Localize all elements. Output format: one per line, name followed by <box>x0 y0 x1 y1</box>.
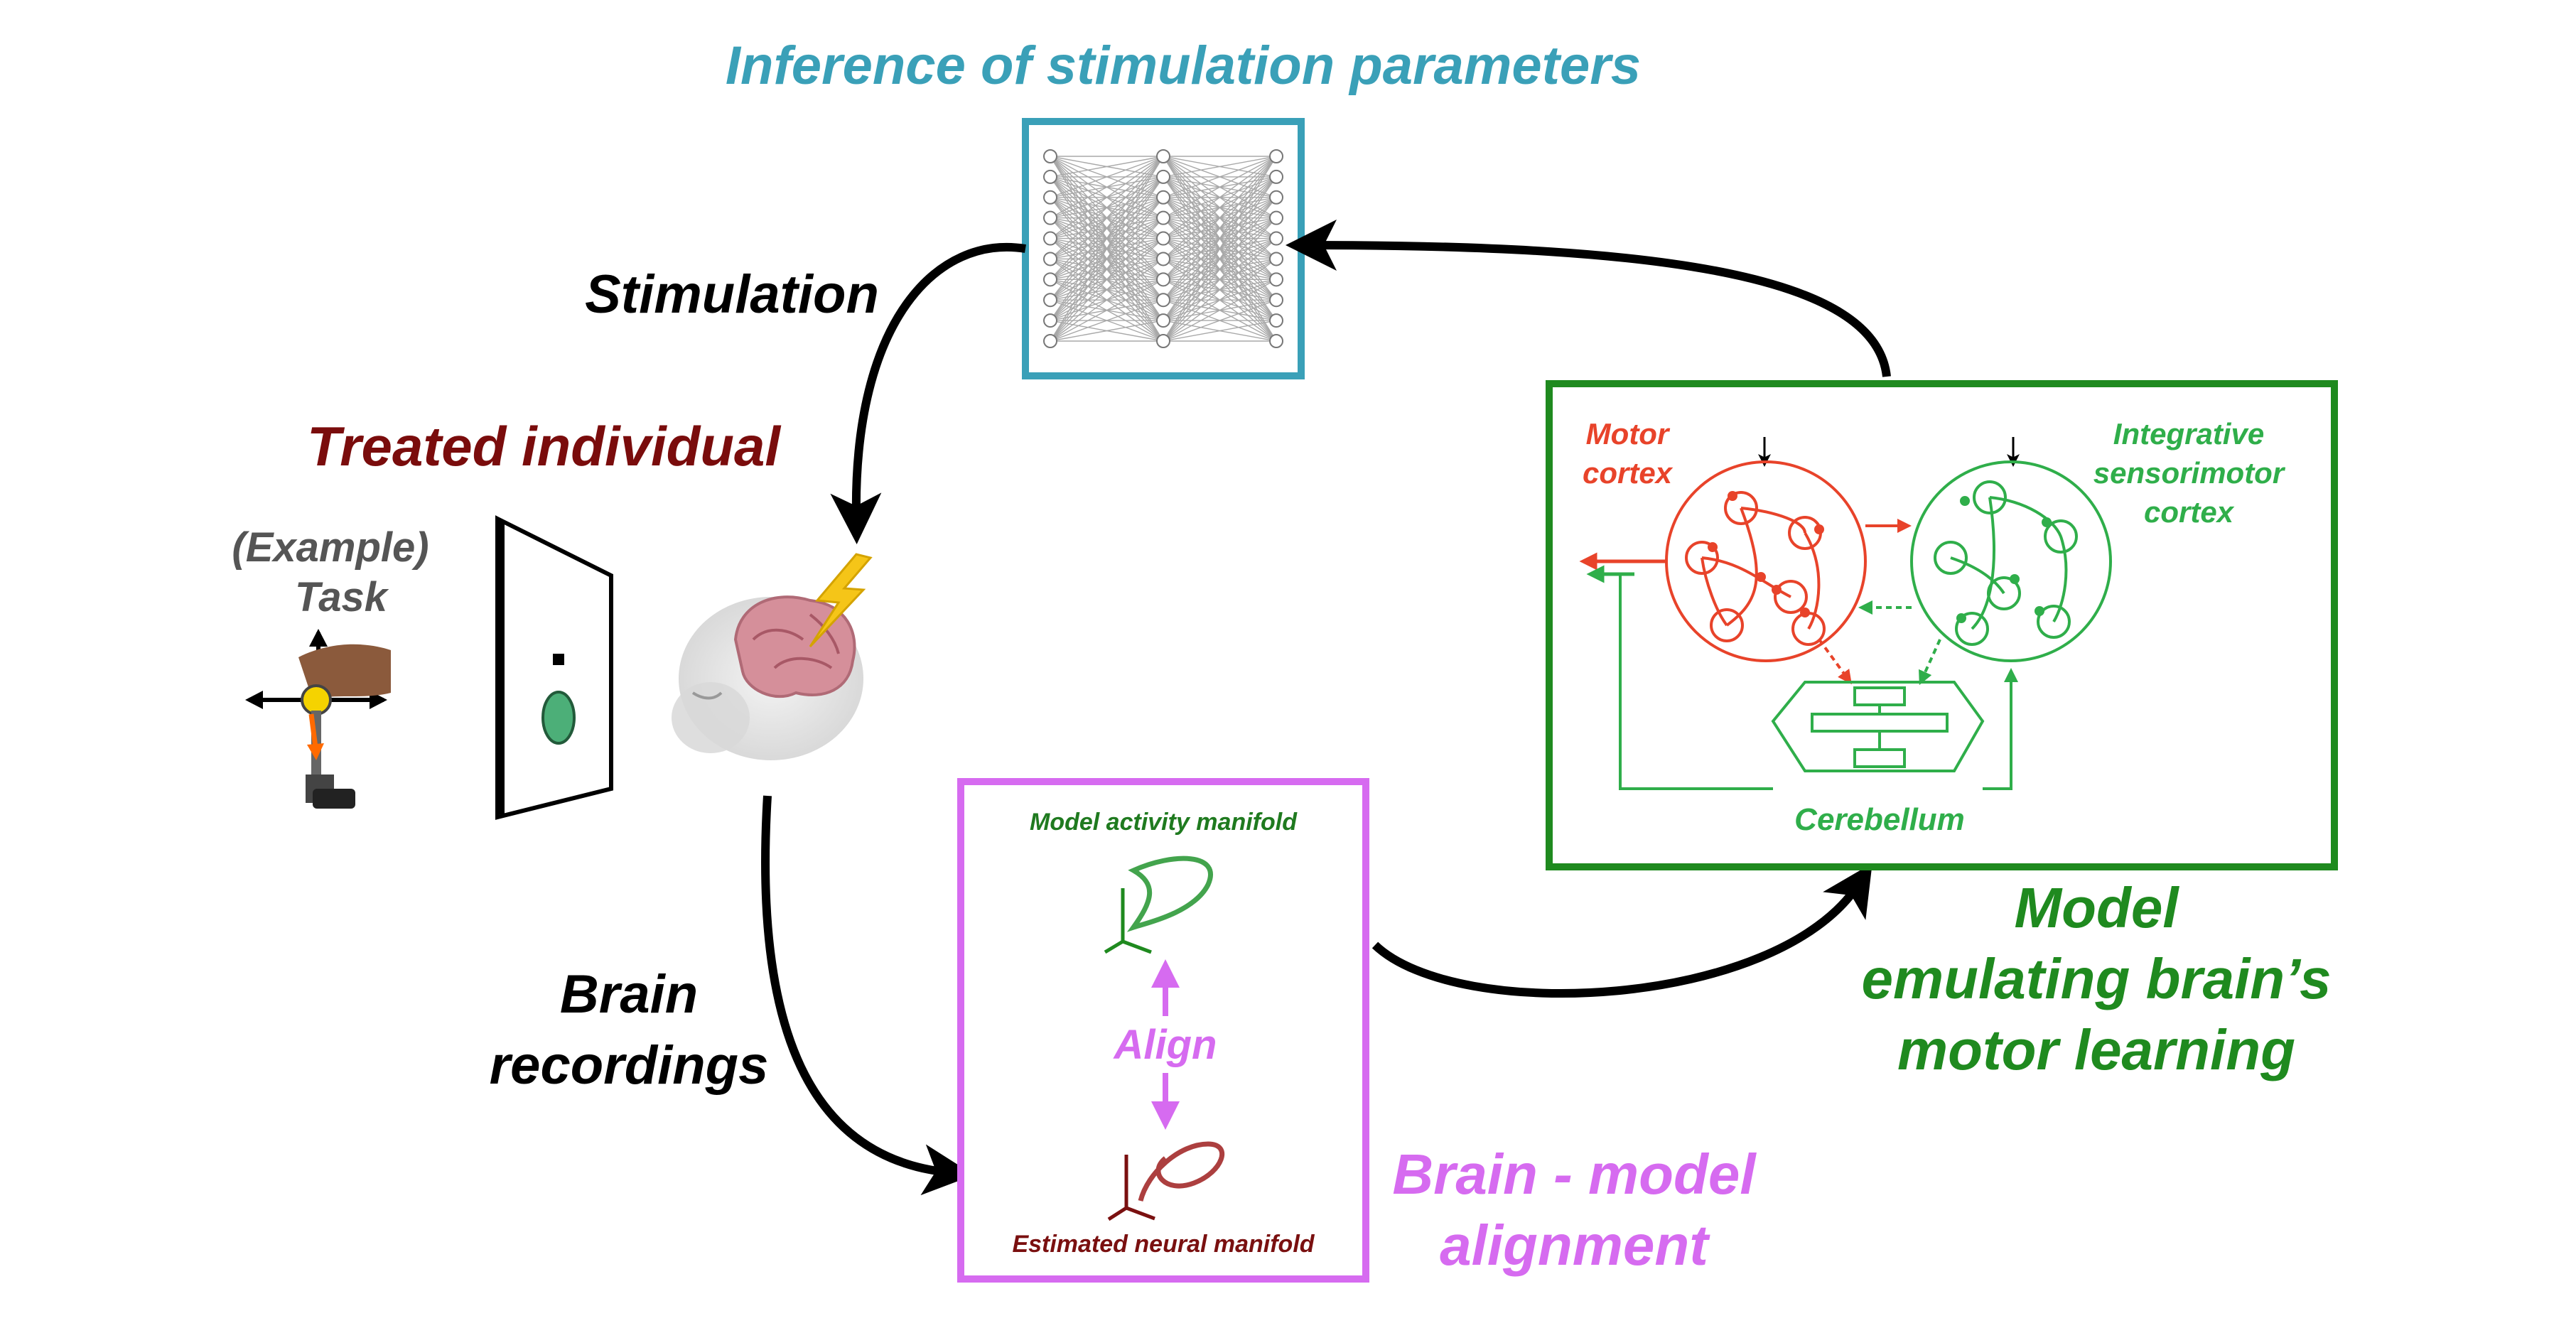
network-node <box>1156 293 1170 308</box>
network-node <box>1043 313 1057 328</box>
network-node <box>1043 252 1057 266</box>
network-node <box>1269 313 1283 328</box>
integrative-label-3: cortex <box>2144 495 2235 529</box>
manifold-icon <box>1107 1141 1225 1221</box>
integrative-to-cerebellum-arrow <box>1919 639 1941 686</box>
brain-recordings-label-2: recordings <box>490 1035 769 1096</box>
network-node <box>1269 169 1283 184</box>
network-node <box>1043 190 1057 205</box>
network-node <box>1269 334 1283 348</box>
network-node <box>1156 272 1170 287</box>
network-node <box>1156 210 1170 225</box>
network-node <box>1043 272 1057 287</box>
brain-recordings-label-1: Brain <box>560 964 698 1025</box>
cerebellum-label: Cerebellum <box>1794 802 1965 837</box>
network-node <box>1043 169 1057 184</box>
network-node <box>1269 149 1283 163</box>
model-caption-2: emulating brain’s <box>1862 947 2332 1010</box>
motor-cortex-label-2: cortex <box>1583 456 1674 490</box>
network-node <box>1156 149 1170 163</box>
alignment-to-model-arrow <box>1371 863 1872 998</box>
stimulation-arrow <box>830 242 1026 544</box>
estimated-neural-manifold-label: Estimated neural manifold <box>1012 1231 1315 1258</box>
manifold-icon <box>1104 856 1213 954</box>
integrative-label-2: sensorimotor <box>2093 456 2286 490</box>
example-task-label-2: Task <box>295 574 389 620</box>
model-activity-manifold-label: Model activity manifold <box>1030 809 1298 836</box>
network-node <box>1269 210 1283 225</box>
network-node <box>1269 272 1283 287</box>
network-node <box>1156 252 1170 266</box>
treated-individual-title: Treated individual <box>307 415 781 477</box>
stimulation-label: Stimulation <box>585 264 879 325</box>
model-caption-1: Model <box>2014 876 2179 939</box>
align-label: Align <box>1113 1022 1217 1068</box>
cerebellum-loop-left <box>1619 574 1773 790</box>
motor-cortex-label-1: Motor <box>1586 417 1671 450</box>
recordings-arrow <box>761 795 974 1196</box>
joystick-icon <box>245 629 391 809</box>
cerebellum-block <box>1771 681 1985 772</box>
alignment-caption-1: Brain - model <box>1392 1143 1757 1206</box>
network-node <box>1269 252 1283 266</box>
model-caption-3: motor learning <box>1897 1018 2295 1081</box>
screen-icon <box>495 515 613 820</box>
network-node <box>1043 149 1057 163</box>
network-node <box>1156 190 1170 205</box>
motor-to-cerebellum-arrow <box>1818 638 1852 685</box>
lightning-icon <box>809 553 873 648</box>
network-node <box>1156 231 1170 246</box>
inference-title: Inference of stimulation parameters <box>726 36 1641 96</box>
network-node <box>1043 210 1057 225</box>
integrative-label-1: Integrative <box>2113 417 2264 450</box>
network-node <box>1269 293 1283 308</box>
model-box <box>1546 380 2338 870</box>
network-node <box>1156 169 1170 184</box>
network-node <box>1269 190 1283 205</box>
network-node <box>1043 334 1057 348</box>
integrative-cortex-network <box>1910 460 2112 662</box>
alignment-box <box>957 778 1369 1283</box>
network-node <box>1269 231 1283 246</box>
neural-network-icon <box>1022 118 1305 379</box>
network-node <box>1043 293 1057 308</box>
alignment-caption-2: alignment <box>1440 1214 1710 1277</box>
example-task-label-1: (Example) <box>232 524 429 571</box>
network-node <box>1156 334 1170 348</box>
network-node <box>1156 313 1170 328</box>
model-to-inference-arrow <box>1286 220 1891 377</box>
network-node <box>1043 231 1057 246</box>
cerebellum-loop-right <box>1983 668 2018 790</box>
